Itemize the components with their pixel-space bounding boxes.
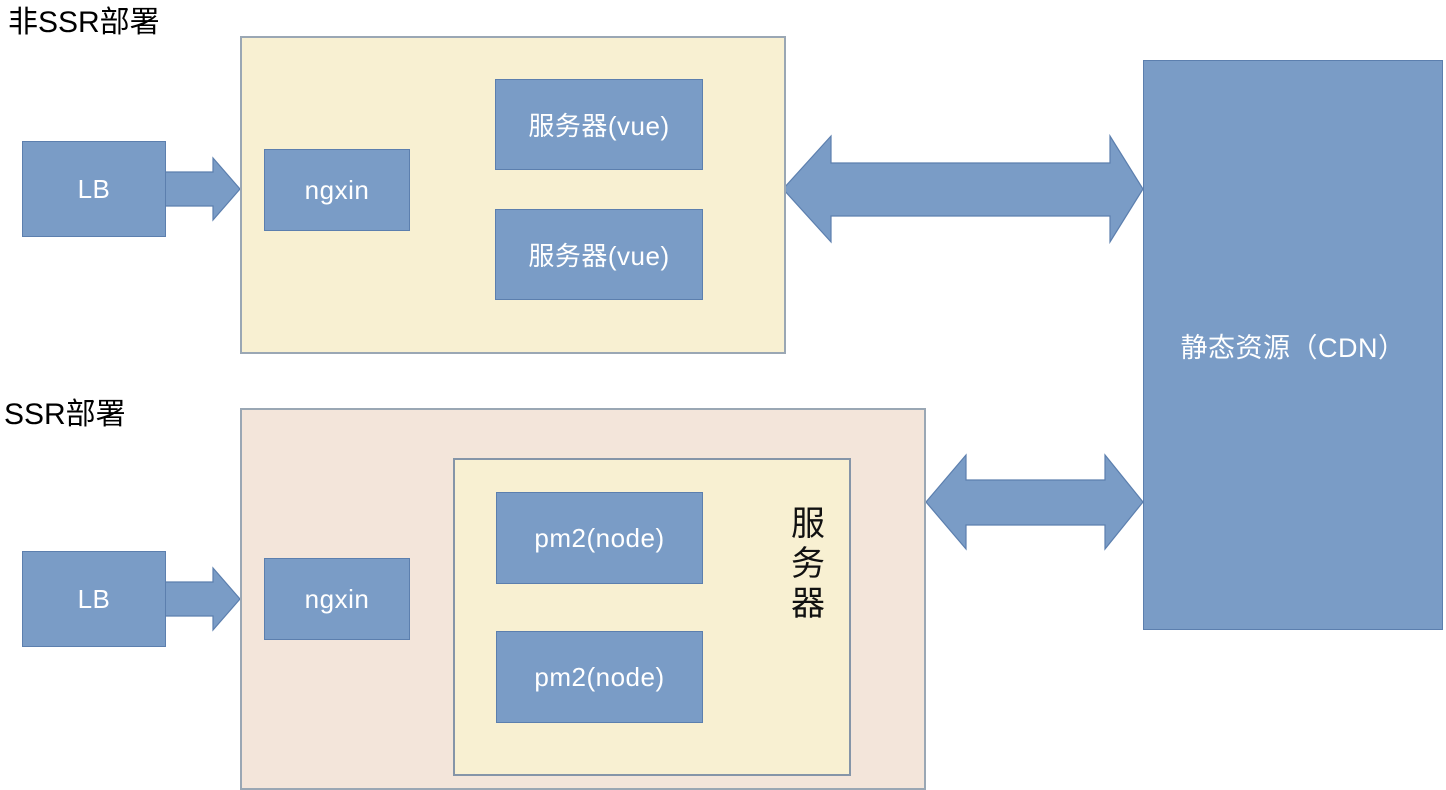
arrow-ssr-to-cdn-icon	[925, 453, 1144, 551]
arrow-lb-to-nginx-bottom-icon	[164, 566, 241, 632]
pm2-node-box-1[interactable]: pm2(node)	[496, 492, 703, 584]
section-title-nonssr: 非SSR部署	[8, 6, 160, 39]
lb-box-nonssr[interactable]: LB	[22, 141, 166, 237]
server-box-vue-1[interactable]: 服务器(vue)	[495, 79, 703, 170]
nginx-box-nonssr[interactable]: ngxin	[264, 149, 410, 231]
arrow-lb-to-nginx-top-icon	[164, 156, 241, 222]
pm2-node-box-2[interactable]: pm2(node)	[496, 631, 703, 723]
cdn-box[interactable]: 静态资源（CDN）	[1143, 60, 1443, 630]
server-group-label-ssr: 服务器	[791, 504, 825, 625]
section-title-ssr: SSR部署	[4, 398, 126, 431]
arrow-nonssr-to-cdn-icon	[782, 133, 1144, 245]
nginx-box-ssr[interactable]: ngxin	[264, 558, 410, 640]
server-box-vue-2[interactable]: 服务器(vue)	[495, 209, 703, 300]
lb-box-ssr[interactable]: LB	[22, 551, 166, 647]
